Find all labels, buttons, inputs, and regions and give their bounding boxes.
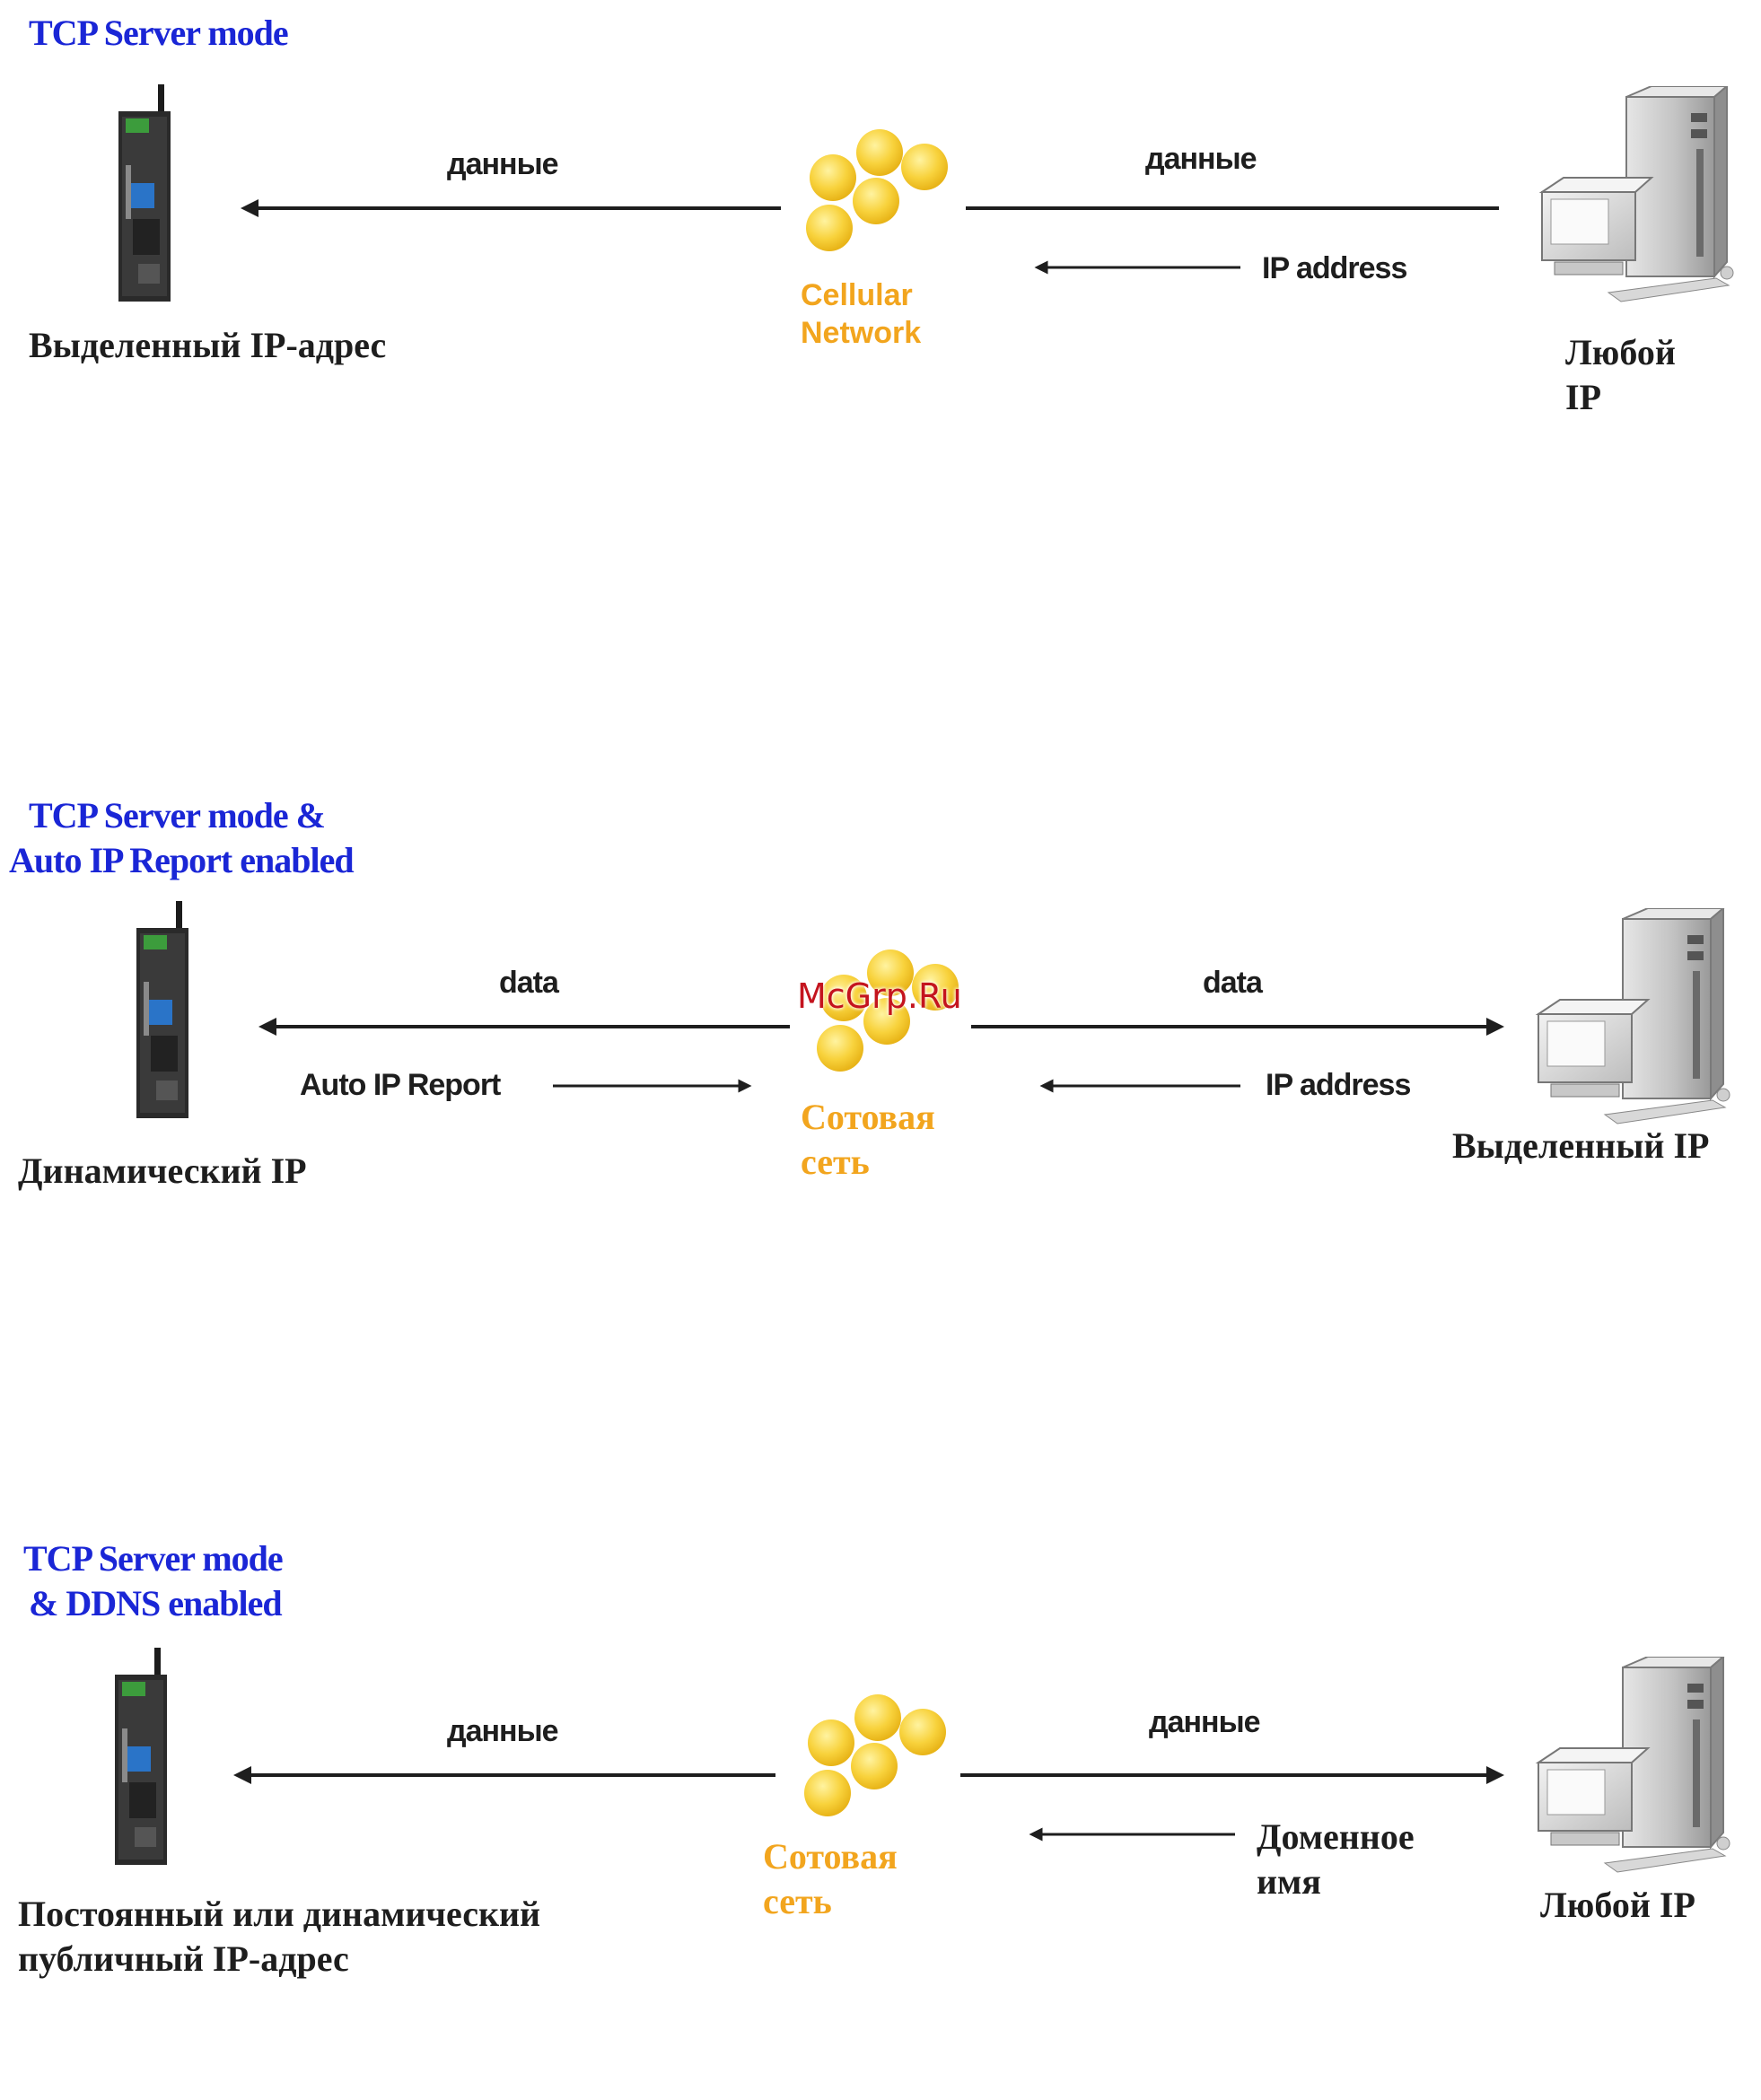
right-flow-label: данные [1149, 1705, 1261, 1739]
server-computer-icon [1541, 86, 1734, 302]
device-label: публичный IP-адрес [18, 1938, 349, 1979]
panel-title: TCP Server mode [29, 13, 289, 53]
left-flow-label: данные [447, 1714, 559, 1748]
device-label: Постоянный или динамический [18, 1894, 541, 1934]
diagram-panel-2: TCP Server mode & Auto IP Report enabled… [0, 781, 1761, 1355]
cloud-label: сеть [763, 1881, 832, 1921]
host-label: Любой [1565, 332, 1676, 372]
diagram-panel-3: TCP Server mode & DDNS enabled Постоянны… [0, 1526, 1761, 2100]
device-label: Выделенный IP-адрес [29, 325, 387, 365]
return-label: имя [1257, 1861, 1321, 1902]
panel-title: TCP Server mode & [29, 795, 326, 836]
cloud-label: Сотовая [763, 1836, 898, 1877]
left-flow-label: data [499, 966, 559, 1000]
auto-ip-report-label: Auto IP Report [300, 1068, 501, 1102]
host-label: IP [1565, 377, 1601, 417]
cellular-network-cloud-icon [804, 1694, 946, 1816]
cloud-label: Сотовая [801, 1097, 935, 1137]
left-flow-label: данные [447, 147, 559, 181]
panel-title: Auto IP Report enabled [9, 840, 355, 880]
return-label: IP address [1262, 251, 1407, 285]
watermark: McGrp.Ru [797, 976, 962, 1016]
host-label: Любой IP [1540, 1885, 1695, 1925]
return-label: Доменное [1257, 1816, 1415, 1857]
server-computer-icon [1538, 1657, 1730, 1873]
panel-title: TCP Server mode [23, 1538, 284, 1579]
cloud-label: сеть [801, 1142, 870, 1182]
cloud-label: Cellular [801, 278, 913, 312]
flow-arrows [233, 1766, 1504, 1842]
host-label: Выделенный IP [1452, 1125, 1710, 1166]
cellular-network-cloud-icon [806, 129, 948, 251]
server-computer-icon [1538, 908, 1730, 1124]
cloud-label: Network [801, 316, 922, 350]
device-label: Динамический IP [18, 1151, 307, 1191]
flow-arrows [241, 199, 1499, 275]
right-flow-label: данные [1145, 142, 1257, 176]
right-flow-label: data [1203, 966, 1263, 1000]
diagram-panel-1: TCP Server mode Выделенный IP-адрес данн… [0, 0, 1761, 574]
flow-arrows [258, 1018, 1504, 1093]
panel-title: & DDNS enabled [29, 1583, 283, 1623]
return-label: IP address [1266, 1068, 1411, 1102]
